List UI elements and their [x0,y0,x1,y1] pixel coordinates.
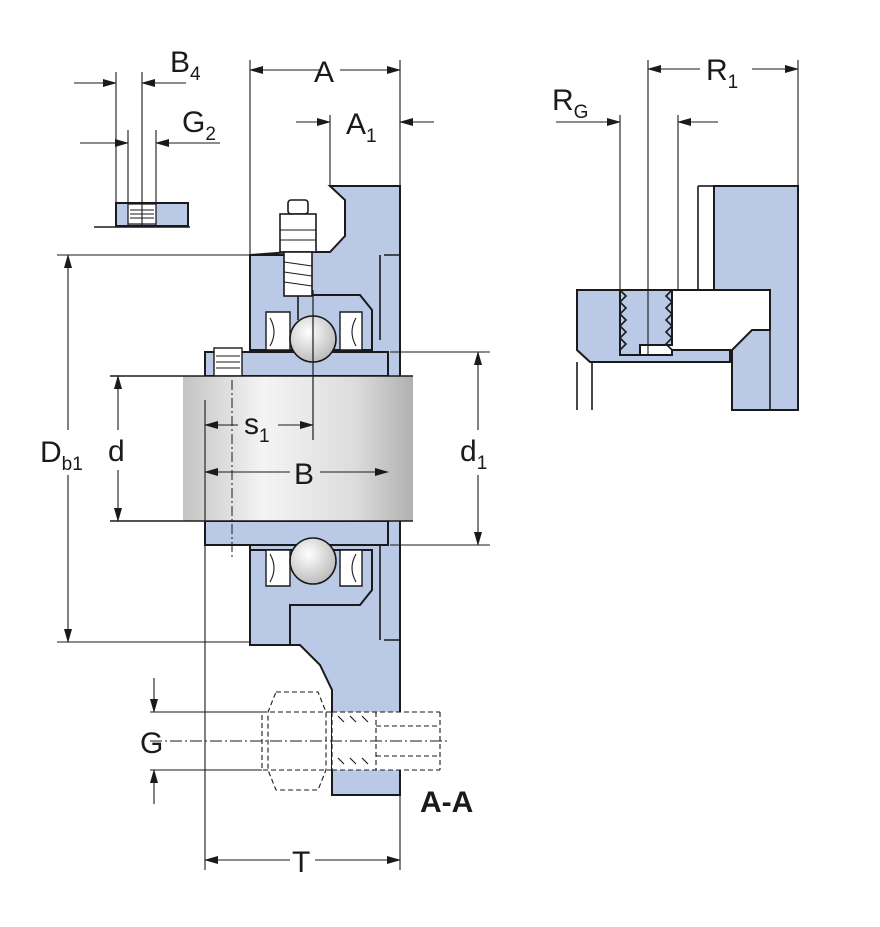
ball-lower [289,537,337,585]
detail-flange-thread [576,185,799,411]
mounting-bolt [150,691,450,791]
label-a1: A1 [346,108,377,147]
label-section-a-a: A-A [420,786,473,819]
grease-nipple [279,199,317,320]
label-rg: RG [552,84,588,123]
detail-grease-hole [94,72,190,228]
bearing-seal-upper [265,311,363,351]
label-db1: Db1 [40,436,83,475]
bearing-seal-lower [265,549,363,587]
label-a: A [314,56,334,89]
label-g2: G2 [182,106,216,145]
label-g: G [140,727,163,760]
label-s1: s1 [244,408,270,447]
flange-recess [379,254,400,641]
label-b: B [294,458,314,491]
label-d: d [108,435,125,468]
label-d1: d1 [460,435,487,474]
shaft [183,376,413,521]
label-r1: R1 [706,54,738,93]
set-screw [213,347,243,377]
label-t: T [292,846,310,879]
label-b4: B4 [170,46,201,85]
